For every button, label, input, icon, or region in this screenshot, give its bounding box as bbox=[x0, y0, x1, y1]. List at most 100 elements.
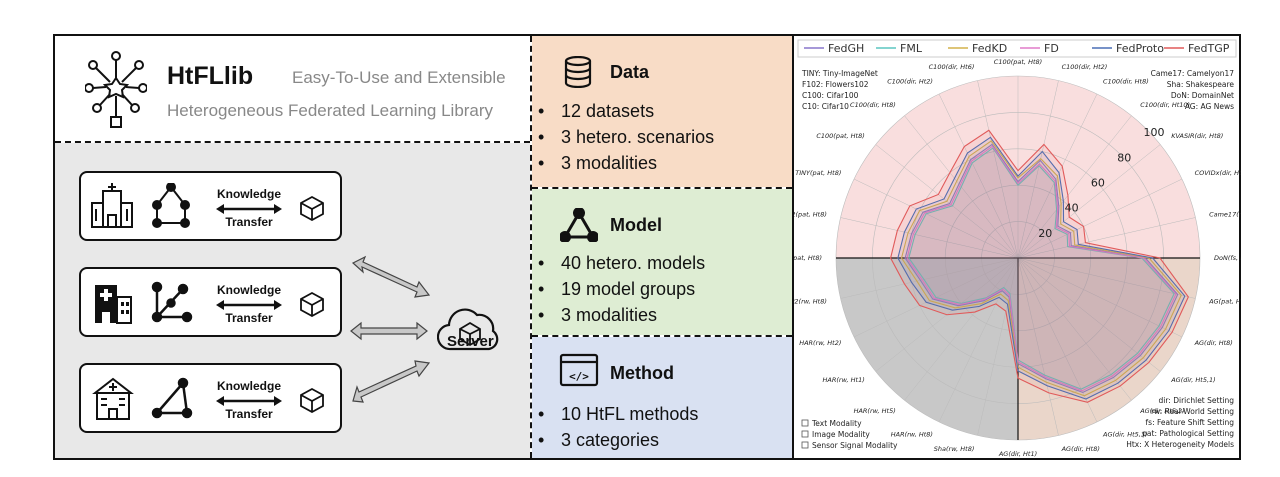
axis-label: C100(pat, Ht8) bbox=[994, 58, 1042, 66]
setting-note: Htx: X Heterogeneity Models bbox=[1126, 440, 1234, 449]
legend-label: FedTGP bbox=[1188, 42, 1230, 55]
grid-spoke bbox=[1017, 80, 1059, 259]
legend-label: FML bbox=[900, 42, 923, 55]
axis-label: C100(dir, Ht6) bbox=[929, 63, 975, 71]
cloud-server-icon bbox=[437, 308, 499, 351]
radar-chart: FedGH FML FedKD FD FedProto FedTGP C100(pat, … bbox=[794, 39, 1241, 458]
series-FedProto bbox=[897, 136, 1186, 400]
axis-label: AG(dir, Ht5,3) bbox=[1102, 431, 1147, 439]
series-FedTGP bbox=[890, 129, 1189, 403]
modality-swatch bbox=[801, 419, 809, 427]
grid-spoke bbox=[938, 93, 1019, 259]
axis-label: Came17(rw, Ht0) bbox=[1209, 210, 1241, 218]
setting-note: dir: Dirichlet Setting bbox=[1159, 396, 1235, 405]
client-server-arrows bbox=[350, 255, 431, 403]
list-item: 12 datasets bbox=[538, 98, 714, 124]
axis-label: DoN(fs, Ht8) bbox=[1214, 254, 1241, 262]
model-title: Model bbox=[610, 215, 662, 235]
divider bbox=[530, 36, 532, 458]
axis-label: KVASIR(dir, Ht8) bbox=[1171, 132, 1223, 140]
legend-box bbox=[797, 39, 1237, 58]
library-tagline-2: Heterogeneous Federated Learning Library bbox=[167, 101, 494, 120]
grid-spoke bbox=[1017, 257, 1183, 338]
axis-label: AG(dir, Ht1) bbox=[998, 450, 1037, 458]
list-item: 10 HtFL methods bbox=[538, 401, 698, 427]
medical-center-icon bbox=[92, 377, 134, 420]
double-arrow-icon bbox=[216, 396, 282, 406]
axis-label: C100(dir, Ht2) bbox=[887, 77, 933, 85]
method-list: 10 HtFL methods 3 categories bbox=[538, 401, 698, 453]
axis-label: C10(pat, Ht8) bbox=[794, 254, 822, 262]
knowledge-label: Knowledge bbox=[216, 379, 281, 393]
figure-frame: HtFLlib Easy-To-Use and Extensible Heter… bbox=[53, 34, 1241, 460]
abbrev-note: TINY: Tiny-ImageNet bbox=[801, 69, 878, 78]
method-title: Method bbox=[610, 363, 674, 383]
code-window-icon: </> bbox=[559, 353, 599, 387]
list-item: 3 hetero. scenarios bbox=[538, 124, 714, 150]
legend-label: FedProto bbox=[1116, 42, 1164, 55]
clinic-building-icon bbox=[95, 285, 132, 324]
abbrev-note: DoN: DomainNet bbox=[1171, 91, 1234, 100]
modality-label: Text Modality bbox=[811, 419, 862, 428]
grid-spoke bbox=[1017, 257, 1196, 299]
modality-swatch bbox=[801, 430, 809, 438]
divider bbox=[532, 335, 792, 337]
model-panel: Model 40 hetero. models 19 model groups … bbox=[532, 189, 792, 335]
list-item: 3 modalities bbox=[538, 302, 705, 328]
grid-spoke bbox=[1017, 115, 1132, 259]
grid-spoke bbox=[1017, 257, 1098, 423]
legend-label: FedKD bbox=[972, 42, 1007, 55]
text-modality-sector bbox=[836, 258, 1018, 440]
double-arrow-icon bbox=[216, 204, 282, 214]
knowledge-label: Knowledge bbox=[216, 187, 281, 201]
radial-tick: 40 bbox=[1065, 202, 1079, 215]
title-area: HtFLlib Easy-To-Use and Extensible Heter… bbox=[55, 36, 530, 142]
list-item: 3 categories bbox=[538, 427, 698, 453]
library-name: HtFLlib bbox=[167, 62, 254, 90]
sensor-modality-sector bbox=[1018, 258, 1200, 440]
double-arrow-icon bbox=[216, 300, 282, 310]
transfer-label: Transfer bbox=[225, 311, 273, 325]
model-cube-icon bbox=[300, 387, 324, 413]
axis-label: C100(dir, Ht10) bbox=[1140, 101, 1190, 109]
client-box: Knowledge Transfer bbox=[79, 267, 342, 337]
axis-label: PAMAP2(rw, Ht8) bbox=[794, 298, 827, 306]
model-cube-icon bbox=[300, 195, 324, 221]
svg-text:</>: </> bbox=[569, 370, 589, 383]
radial-tick: 80 bbox=[1117, 151, 1131, 164]
axis-label: AG(pat, Ht8) bbox=[1208, 298, 1241, 306]
abbrev-note: F102: Flowers102 bbox=[802, 80, 869, 89]
modality-label: Sensor Signal Modality bbox=[812, 441, 898, 450]
grid-spoke bbox=[840, 217, 1019, 259]
legend-label: FD bbox=[1044, 42, 1059, 55]
setting-note: fs: Feature Shift Setting bbox=[1146, 418, 1235, 427]
grid-spoke bbox=[1017, 178, 1183, 259]
divider bbox=[792, 36, 794, 458]
triangle-graph-icon bbox=[151, 377, 193, 419]
axis-label: TINY(pat, Ht8) bbox=[795, 169, 841, 177]
axis-label: HAR(rw, Ht2) bbox=[799, 339, 841, 347]
transfer-label: Transfer bbox=[225, 407, 273, 421]
triangle-network-icon bbox=[560, 208, 598, 242]
grid-spoke bbox=[1017, 257, 1132, 401]
federation-diagram: Knowledge Transfer bbox=[55, 143, 530, 458]
series-FedKD bbox=[900, 140, 1182, 397]
database-icon bbox=[564, 56, 592, 88]
knowledge-label: Knowledge bbox=[216, 283, 281, 297]
axis-label: AG(dir, Ht5,2) bbox=[1139, 407, 1184, 415]
grid-spoke bbox=[1017, 257, 1161, 372]
axis-label: AG(dir, Ht5,1) bbox=[1170, 376, 1215, 384]
list-item: 19 model groups bbox=[538, 276, 705, 302]
hospital-icon bbox=[91, 183, 133, 228]
method-panel: </> Method 10 HtFL methods 3 categories bbox=[532, 337, 792, 458]
client-box: Knowledge Transfer bbox=[79, 363, 342, 433]
grid-spoke bbox=[1017, 257, 1059, 436]
legend-label: FedGH bbox=[828, 42, 864, 55]
abbrev-note: AG: AG News bbox=[1185, 102, 1234, 111]
server-label: Server bbox=[447, 333, 494, 350]
axis-label: AG(dir, Ht8) bbox=[1061, 445, 1100, 453]
axis-label: HAR(rw, Ht1) bbox=[823, 376, 865, 384]
ring-graph-icon bbox=[152, 183, 190, 228]
grid-spoke bbox=[977, 80, 1019, 259]
grid-spoke bbox=[1017, 217, 1196, 259]
